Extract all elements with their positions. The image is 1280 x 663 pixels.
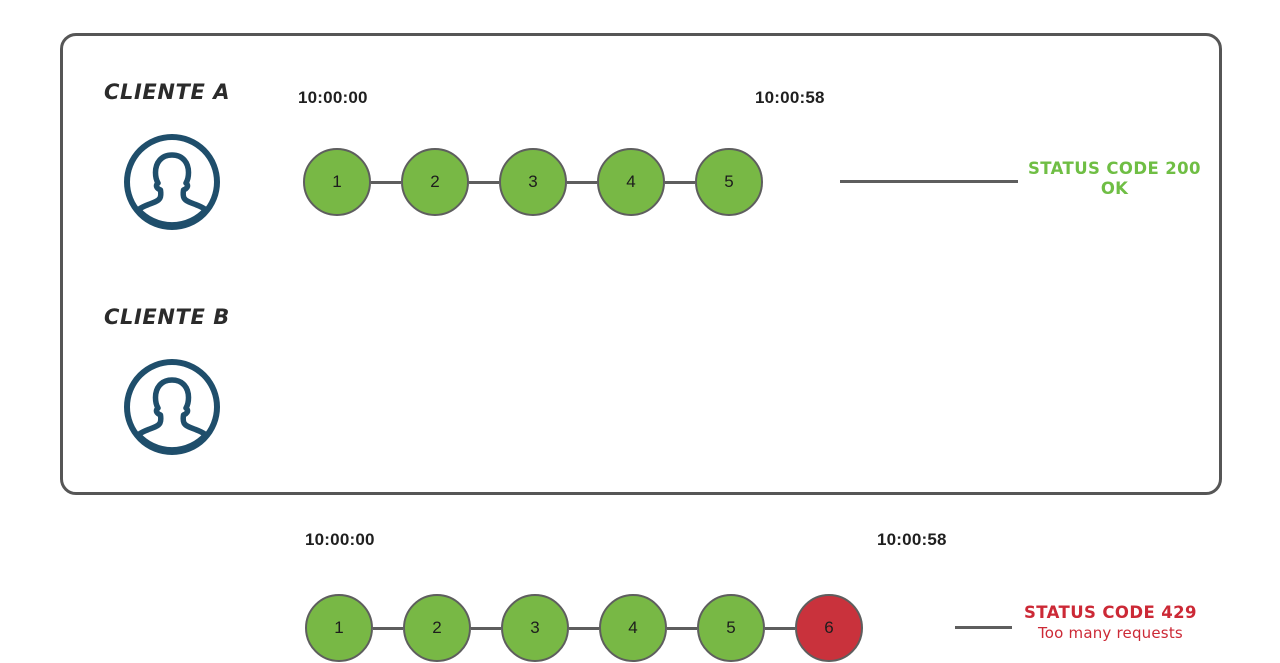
request-node[interactable]: 5: [697, 594, 765, 662]
chain-connector: [765, 626, 795, 630]
request-node[interactable]: 3: [501, 594, 569, 662]
chain-connector: [471, 626, 501, 630]
chain-connector: [567, 180, 597, 184]
client-label-b: CLIENTE B: [104, 305, 230, 329]
chain-connector: [371, 180, 401, 184]
user-avatar-icon-b: [120, 355, 224, 459]
chain-connector: [373, 626, 403, 630]
request-node[interactable]: 2: [403, 594, 471, 662]
request-node[interactable]: 1: [303, 148, 371, 216]
request-node[interactable]: 1: [305, 594, 373, 662]
request-node[interactable]: 5: [695, 148, 763, 216]
user-avatar-icon-a: [120, 130, 224, 234]
request-chain-a: 1 2 3 4 5: [303, 147, 763, 217]
chain-connector: [469, 180, 499, 184]
request-node[interactable]: 4: [597, 148, 665, 216]
status-code-a: STATUS CODE 200: [1028, 159, 1201, 178]
request-node[interactable]: 4: [599, 594, 667, 662]
timestamp-end-b: 10:00:58: [877, 530, 947, 549]
timestamp-end-a: 10:00:58: [755, 88, 825, 107]
chain-connector: [667, 626, 697, 630]
client-label-a: CLIENTE A: [104, 80, 231, 104]
timestamp-start-b: 10:00:00: [305, 530, 375, 549]
timestamp-start-a: 10:00:00: [298, 88, 368, 107]
chain-connector: [665, 180, 695, 184]
request-node-rejected[interactable]: 6: [795, 594, 863, 662]
chain-connector: [569, 626, 599, 630]
status-message-b: Too many requests: [1037, 624, 1183, 642]
status-block-a: STATUS CODE 200 OK: [1028, 158, 1201, 199]
status-code-b: STATUS CODE 429: [1024, 603, 1197, 622]
request-node[interactable]: 3: [499, 148, 567, 216]
diagram-frame: [60, 33, 1222, 495]
request-chain-b: 1 2 3 4 5 6: [305, 593, 863, 663]
request-node[interactable]: 2: [401, 148, 469, 216]
status-block-b: STATUS CODE 429 Too many requests: [1024, 602, 1197, 643]
status-message-a: OK: [1100, 179, 1129, 198]
diagram-canvas: CLIENTE A 10:00:00 10:00:58 1 2 3 4 5 ST…: [60, 33, 1222, 662]
status-connector-a: [840, 180, 1018, 183]
status-connector-b: [955, 626, 1012, 629]
